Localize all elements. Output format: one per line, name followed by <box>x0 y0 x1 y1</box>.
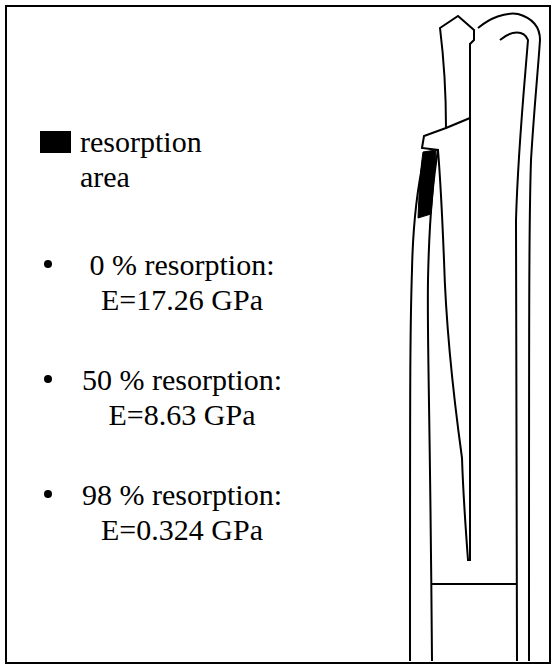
modulus-label: 0 % resorption: E=17.26 GPa <box>62 247 302 317</box>
frame <box>6 6 550 663</box>
resorption-area <box>418 150 436 218</box>
bullet <box>44 375 52 383</box>
bullet <box>44 260 52 268</box>
bone-lateral-cortex <box>478 14 540 661</box>
canal-lateral <box>500 33 528 662</box>
legend-swatch <box>40 131 71 153</box>
bullet <box>44 490 52 498</box>
cement-plug <box>431 583 517 585</box>
prosthesis-collar <box>446 118 470 128</box>
modulus-label: 50 % resorption: E=8.63 GPa <box>62 362 302 432</box>
bone-medial-cortex <box>410 158 424 661</box>
legend-text: resorption area <box>80 124 250 194</box>
prosthesis-stem <box>422 16 474 560</box>
modulus-label: 98 % resorption: E=0.324 GPa <box>62 477 302 547</box>
